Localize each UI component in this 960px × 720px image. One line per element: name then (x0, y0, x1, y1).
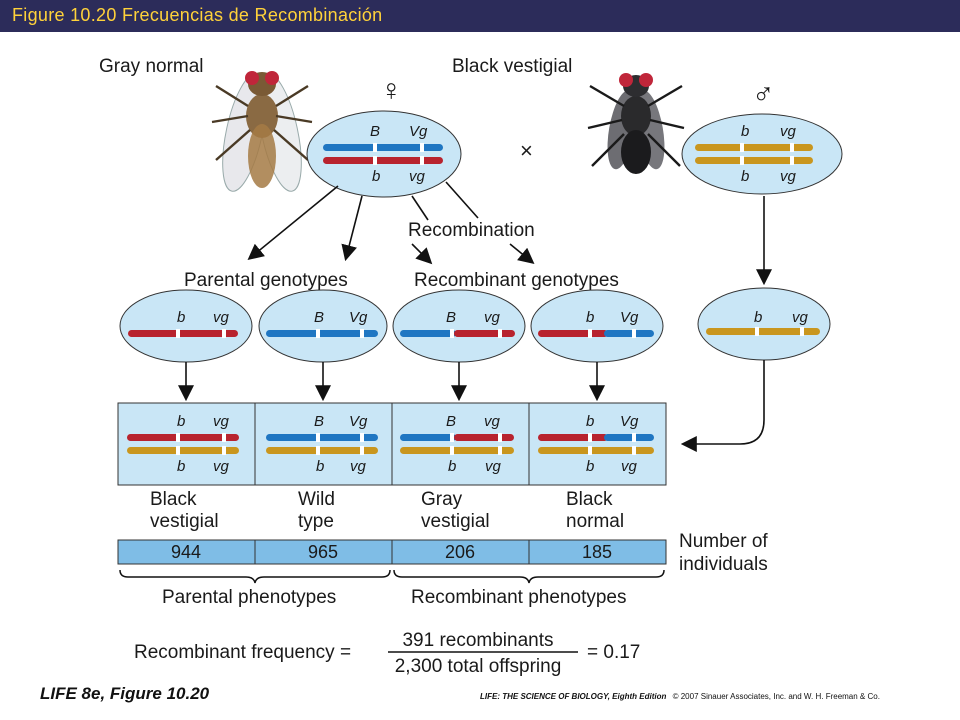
gene-label: b (177, 309, 185, 326)
gene-label: B (446, 413, 456, 430)
recombinant-frequency-formula: Recombinant frequency = 391 recombinants… (134, 630, 640, 677)
gamete-1: b vg (119, 289, 253, 363)
phenotype-label: vestigial (421, 511, 490, 532)
offspring-panel (117, 402, 667, 486)
gene-label: vg (780, 168, 797, 185)
number-of-individuals-label: individuals (679, 554, 768, 575)
offspring-arrows (178, 360, 765, 452)
gene-label: b (741, 123, 749, 140)
female-genotype: B Vg b vg (306, 110, 462, 198)
count-value: 944 (171, 542, 201, 562)
arrow (680, 360, 765, 452)
gene-label: vg (484, 413, 501, 430)
gene-label: b (177, 458, 185, 475)
offspring-cell-4: b Vg b vg (538, 413, 654, 475)
gene-label: B (314, 309, 324, 326)
formula-result: = 0.17 (587, 642, 640, 663)
parental-genotypes-label: Parental genotypes (184, 270, 348, 291)
offspring-cell-3: B vg b vg (400, 413, 514, 475)
phenotype-label: Gray (421, 489, 463, 510)
phenotype-label: vestigial (150, 511, 219, 532)
count-value: 965 (308, 542, 338, 562)
number-of-individuals-label: Number of (679, 531, 768, 552)
gamete-5: b vg (697, 287, 831, 361)
recombinant-brace (393, 569, 665, 584)
gene-label: b (448, 458, 456, 475)
gamete-arrows (247, 181, 772, 286)
arrow (509, 243, 535, 265)
gene-label: Vg (349, 413, 368, 430)
gene-label: vg (485, 458, 502, 475)
footer-credit-title: LIFE: THE SCIENCE OF BIOLOGY, Eighth Edi… (480, 692, 666, 701)
gene-label: vg (213, 413, 230, 430)
gene-label: Vg (620, 309, 639, 326)
count-value: 206 (445, 542, 475, 562)
gene-label: Vg (349, 309, 368, 326)
gene-label: vg (792, 309, 809, 326)
phenotype-label: Black (150, 489, 197, 510)
offspring-cell-2: B Vg b vg (266, 413, 378, 475)
phenotype-labels: Black vestigial Wild type Gray vestigial… (150, 489, 624, 532)
arrow (247, 185, 339, 261)
phenotype-label: Black (566, 489, 613, 510)
parental-brace (119, 569, 391, 584)
gene-label: b (372, 168, 380, 185)
phenotype-label: Wild (298, 489, 335, 510)
parental-phenotypes-label: Parental phenotypes (162, 587, 336, 608)
arrow (445, 181, 479, 219)
gene-label: B (446, 309, 456, 326)
gene-label: vg (484, 309, 501, 326)
gene-label: Vg (620, 413, 639, 430)
recombinant-genotypes-label: Recombinant genotypes (414, 270, 619, 291)
count-bar: 944 965 206 185 (117, 539, 667, 565)
gene-label: vg (213, 458, 230, 475)
gene-label: b (754, 309, 762, 326)
gene-label: b (586, 413, 594, 430)
offspring-cell-1: b vg b vg (127, 413, 239, 475)
female-parent-label: Gray normal (99, 56, 204, 77)
arrow (411, 243, 433, 265)
gene-label: Vg (409, 123, 428, 140)
gamete-3: B vg (392, 289, 526, 363)
male-genotype: b vg b vg (681, 113, 843, 195)
footer-credit-rest: © 2007 Sinauer Associates, Inc. and W. H… (673, 692, 880, 701)
footer-figure-label: LIFE 8e, Figure 10.20 (40, 684, 210, 703)
page-title: Figure 10.20 Frecuencias de Recombinació… (12, 5, 383, 25)
gene-label: b (177, 413, 185, 430)
gene-label: B (370, 123, 380, 140)
gene-label: vg (213, 309, 230, 326)
recombination-label: Recombination (408, 220, 535, 241)
gene-label: vg (409, 168, 426, 185)
formula-denominator: 2,300 total offspring (395, 656, 562, 677)
recombinant-phenotypes-label: Recombinant phenotypes (411, 587, 626, 608)
gene-label: b (586, 458, 594, 475)
gene-label: B (314, 413, 324, 430)
phenotype-label: normal (566, 511, 624, 532)
phenotype-braces (119, 569, 665, 584)
gene-label: vg (780, 123, 797, 140)
female-symbol-icon: ♀ (380, 74, 403, 107)
gene-label: vg (350, 458, 367, 475)
male-parent-label: Black vestigial (452, 56, 572, 77)
gamete-4: b Vg (530, 289, 664, 363)
cross-symbol: × (520, 138, 533, 163)
count-value: 185 (582, 542, 612, 562)
male-symbol-icon: ♂ (752, 78, 775, 111)
arrow (341, 195, 363, 262)
title-bar: Figure 10.20 Frecuencias de Recombinació… (0, 0, 960, 32)
gamete-2: B Vg (258, 289, 388, 363)
gray-fly-icon (211, 71, 313, 192)
gene-label: b (316, 458, 324, 475)
gene-label: b (586, 309, 594, 326)
black-fly-icon (587, 73, 685, 174)
formula-numerator: 391 recombinants (402, 630, 553, 651)
arrow (411, 195, 429, 221)
footer-credit: LIFE: THE SCIENCE OF BIOLOGY, Eighth Edi… (480, 692, 880, 701)
formula-lhs: Recombinant frequency = (134, 642, 351, 663)
gene-label: vg (621, 458, 638, 475)
gene-label: b (741, 168, 749, 185)
phenotype-label: type (298, 511, 334, 532)
